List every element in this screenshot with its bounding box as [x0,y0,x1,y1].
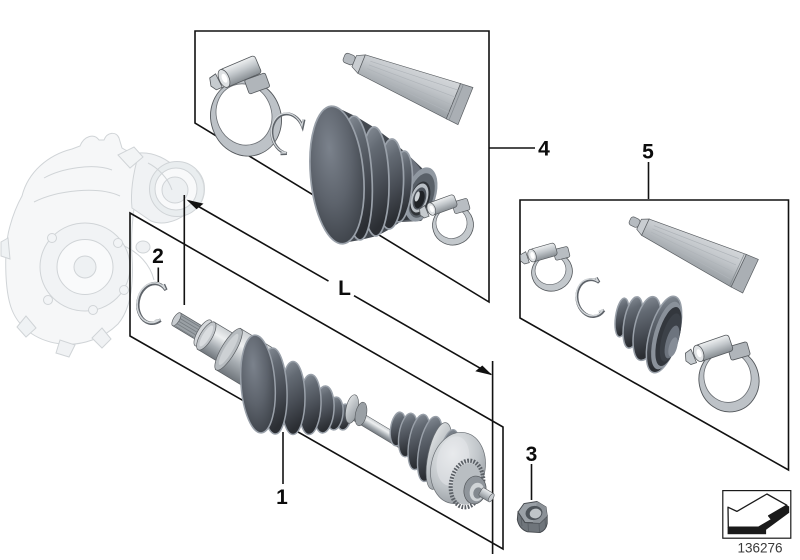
svg-text:1: 1 [276,486,288,509]
svg-text:3: 3 [526,443,538,466]
svg-text:136276: 136276 [737,541,782,556]
svg-text:4: 4 [538,138,550,161]
svg-text:5: 5 [642,141,654,164]
svg-text:2: 2 [152,245,164,268]
svg-text:L: L [338,277,351,300]
